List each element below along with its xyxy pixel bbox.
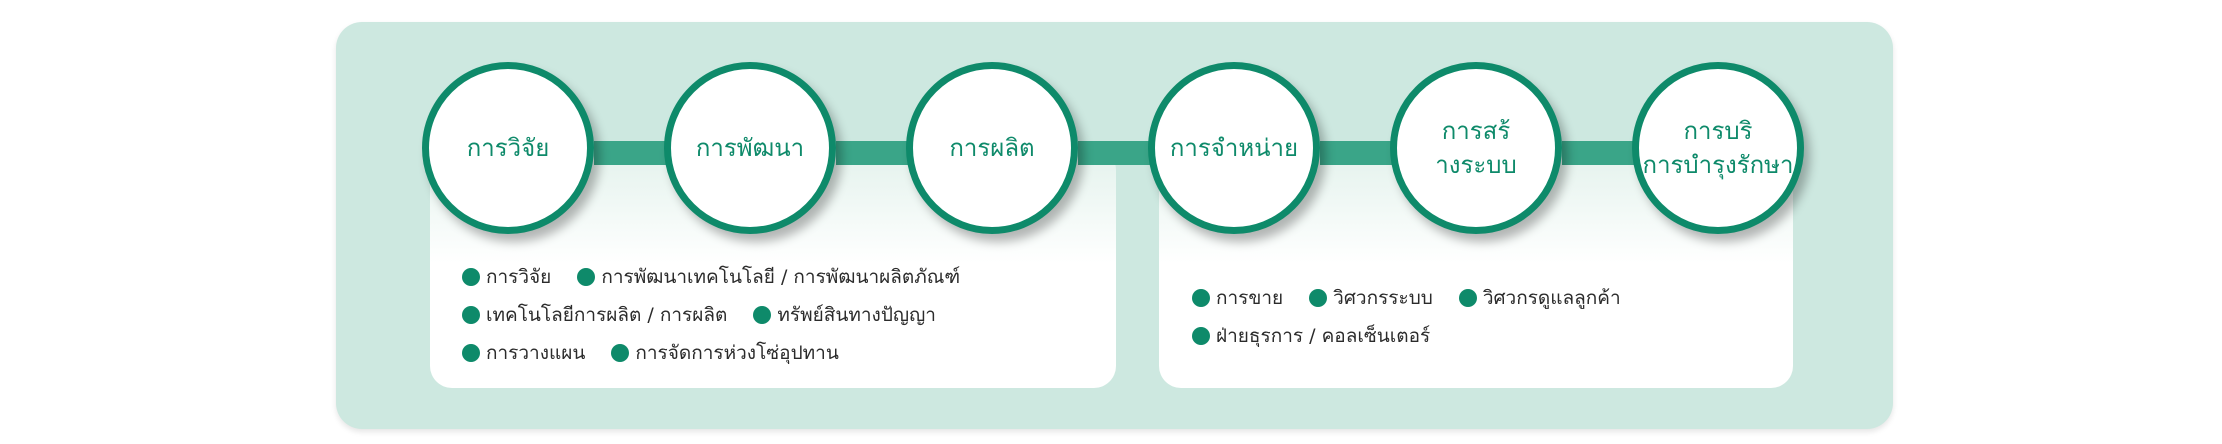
- list-item-label: วิศวกรระบบ: [1333, 287, 1433, 309]
- step-development: การพัฒนา: [664, 62, 836, 234]
- left-list-row-3: การวางแผน การจัดการห่วงโซ่อุปทาน: [462, 338, 839, 368]
- list-item: ทรัพย์สินทางปัญญา: [753, 300, 936, 330]
- step-research: การวิจัย: [422, 62, 594, 234]
- connector-2: [836, 141, 908, 165]
- list-item: วิศวกรดูแลลูกค้า: [1458, 283, 1621, 313]
- step-sales: การจำหน่าย: [1148, 62, 1320, 234]
- list-item: การจัดการห่วงโซ่อุปทาน: [611, 338, 839, 368]
- step-label: การสร้ างระบบ: [1435, 117, 1517, 179]
- list-item: เทคโนโลยีการผลิต / การผลิต: [462, 300, 727, 330]
- step-maintenance-service: การบริ การบำรุงรักษา: [1632, 62, 1804, 234]
- list-item-label: การวางแผน: [486, 342, 586, 364]
- list-item-label: เทคโนโลยีการผลิต / การผลิต: [486, 304, 728, 326]
- bullet-icon: [577, 268, 596, 286]
- connector-5: [1562, 141, 1634, 165]
- right-list-row-2: ฝ่ายธุรการ / คอลเซ็นเตอร์: [1192, 321, 1430, 351]
- bullet-icon: [1192, 289, 1210, 307]
- list-item: วิศวกรระบบ: [1309, 283, 1433, 313]
- list-item-label: ฝ่ายธุรการ / คอลเซ็นเตอร์: [1216, 325, 1431, 347]
- step-label: การบริ การบำรุงรักษา: [1642, 117, 1794, 179]
- step-label: การวิจัย: [466, 134, 550, 162]
- bullet-icon: [462, 306, 480, 324]
- bullet-icon: [1309, 289, 1328, 307]
- right-list-row-1: การขาย วิศวกรระบบ วิศวกรดูแลลูกค้า: [1192, 283, 1621, 313]
- list-item-label: ทรัพย์สินทางปัญญา: [777, 304, 936, 326]
- bullet-icon: [753, 306, 772, 324]
- step-label: การจำหน่าย: [1169, 134, 1299, 162]
- list-item-label: การพัฒนาเทคโนโลยี / การพัฒนาผลิตภัณฑ์: [601, 266, 961, 288]
- list-item: การขาย: [1192, 283, 1283, 313]
- connector-1: [594, 141, 666, 165]
- bullet-icon: [611, 344, 630, 362]
- list-item: การวางแผน: [462, 338, 585, 368]
- list-item: การวิจัย: [462, 262, 551, 292]
- step-label: การพัฒนา: [695, 134, 805, 162]
- step-system-build: การสร้ างระบบ: [1390, 62, 1562, 234]
- step-label: การผลิต: [949, 134, 1035, 162]
- bullet-icon: [462, 344, 480, 362]
- connector-4: [1320, 141, 1392, 165]
- list-item: ฝ่ายธุรการ / คอลเซ็นเตอร์: [1192, 321, 1430, 351]
- bullet-icon: [1458, 289, 1477, 307]
- left-list-row-2: เทคโนโลยีการผลิต / การผลิต ทรัพย์สินทางป…: [462, 300, 936, 330]
- list-item-label: วิศวกรดูแลลูกค้า: [1482, 287, 1621, 309]
- bullet-icon: [462, 268, 480, 286]
- step-production: การผลิต: [906, 62, 1078, 234]
- bullet-icon: [1192, 327, 1210, 345]
- connector-3: [1078, 141, 1150, 165]
- left-list-row-1: การวิจัย การพัฒนาเทคโนโลยี / การพัฒนาผลิ…: [462, 262, 960, 292]
- list-item-label: การจัดการห่วงโซ่อุปทาน: [635, 342, 839, 364]
- list-item-label: การวิจัย: [486, 266, 552, 288]
- list-item: การพัฒนาเทคโนโลยี / การพัฒนาผลิตภัณฑ์: [577, 262, 960, 292]
- list-item-label: การขาย: [1216, 287, 1284, 309]
